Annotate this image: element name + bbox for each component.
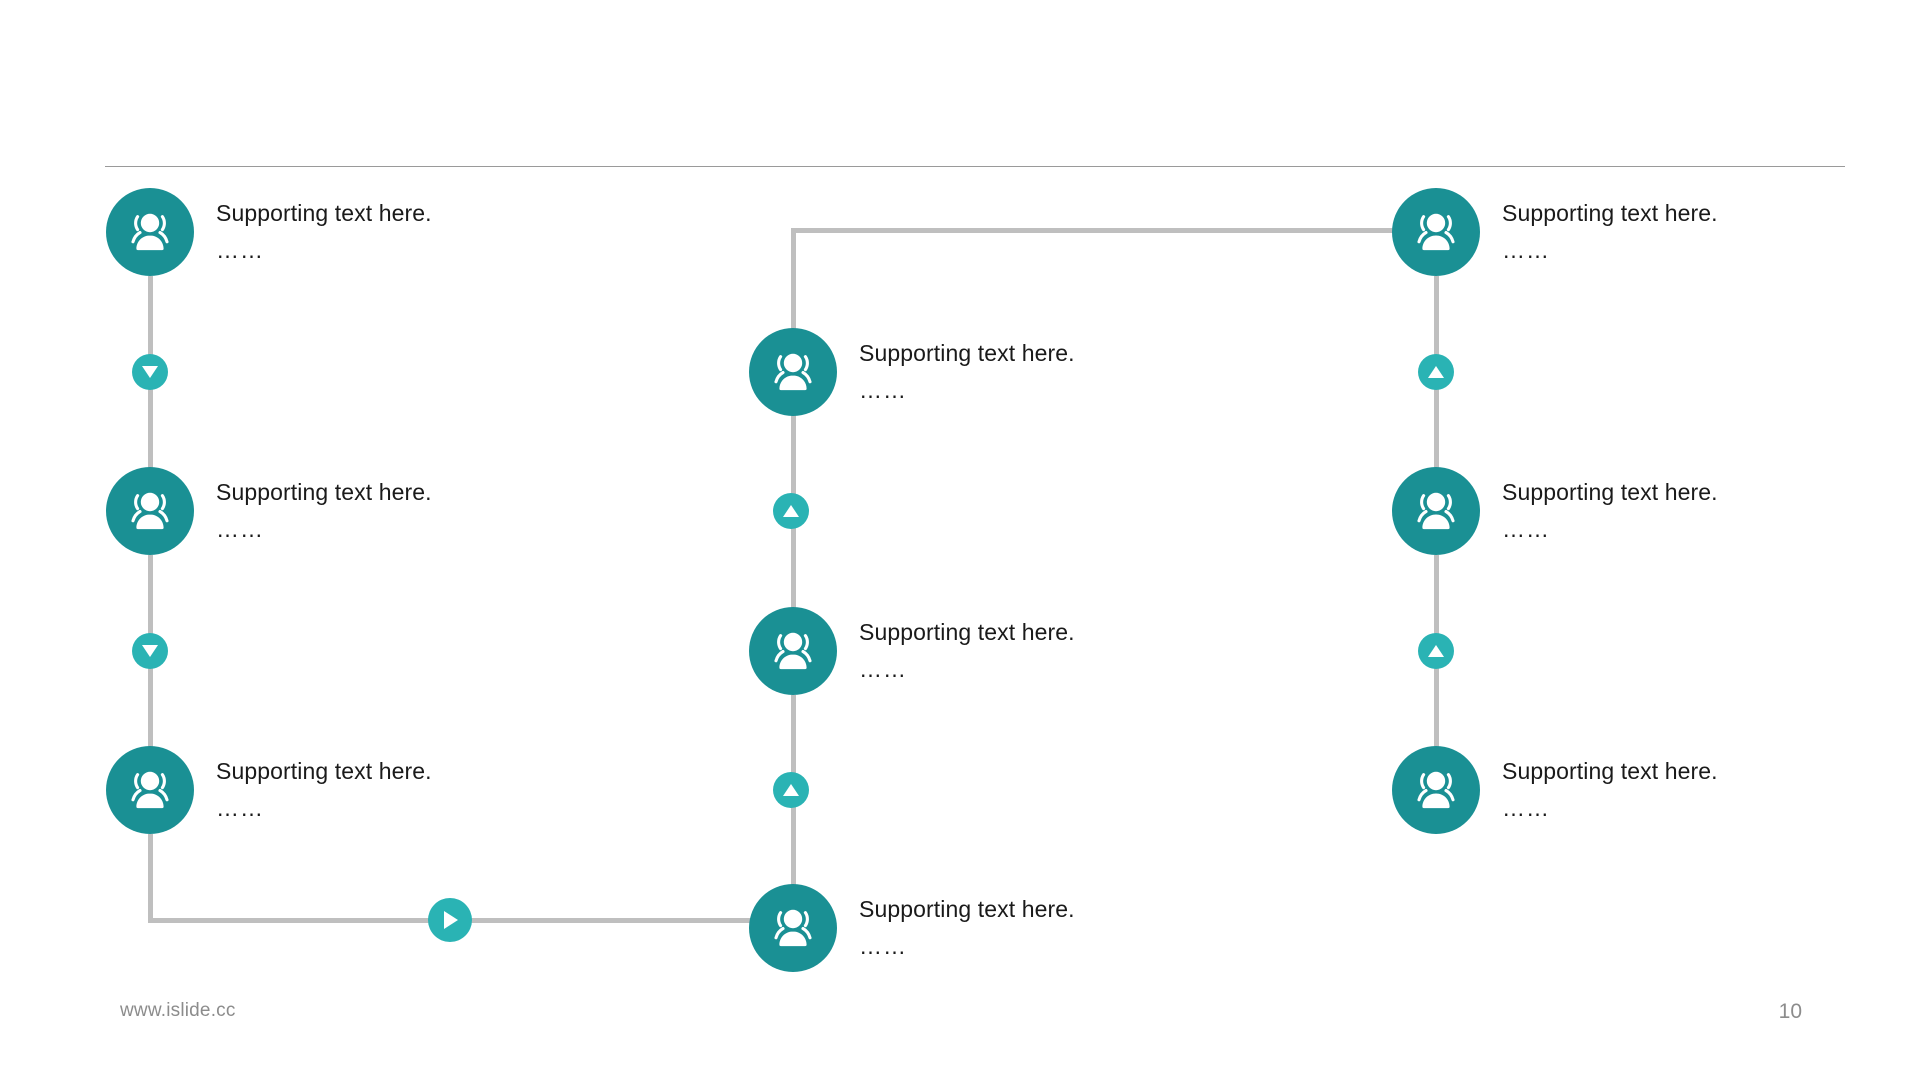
- label-subtitle: ……: [216, 516, 264, 542]
- label-title: Supporting text here.: [216, 479, 432, 505]
- node-right-3[interactable]: [1392, 746, 1480, 834]
- users-icon: [770, 629, 816, 673]
- arrow-down-icon: [141, 643, 159, 659]
- label-title: Supporting text here.: [216, 758, 432, 784]
- users-icon: [1413, 489, 1459, 533]
- label-left-2: Supporting text here. ……: [216, 481, 546, 541]
- users-icon: [1413, 768, 1459, 812]
- node-right-2[interactable]: [1392, 467, 1480, 555]
- label-subtitle: ……: [1502, 516, 1550, 542]
- label-middle-3: Supporting text here. ……: [859, 898, 1189, 958]
- node-middle-1[interactable]: [749, 328, 837, 416]
- label-title: Supporting text here.: [859, 896, 1075, 922]
- node-middle-2[interactable]: [749, 607, 837, 695]
- marker-right-arrow-2[interactable]: [1418, 633, 1454, 669]
- users-icon: [127, 489, 173, 533]
- marker-middle-arrow-2[interactable]: [773, 772, 809, 808]
- label-title: Supporting text here.: [859, 619, 1075, 645]
- label-title: Supporting text here.: [1502, 479, 1718, 505]
- users-icon: [770, 350, 816, 394]
- arrow-up-icon: [782, 503, 800, 519]
- marker-middle-arrow-1[interactable]: [773, 493, 809, 529]
- connector-middle-3-to-2: [790, 416, 796, 651]
- footer-url[interactable]: www.islide.cc: [120, 1000, 236, 1021]
- marker-flow-arrow[interactable]: [428, 898, 472, 942]
- label-middle-2: Supporting text here. ……: [859, 621, 1189, 681]
- label-title: Supporting text here.: [1502, 758, 1718, 784]
- connector-left-1-to-2: [147, 276, 153, 511]
- arrow-up-icon: [1427, 364, 1445, 380]
- connector-left-2-to-3: [147, 555, 153, 790]
- users-icon: [770, 906, 816, 950]
- arrow-right-icon: [440, 909, 460, 931]
- page-number: 10: [1778, 1000, 1802, 1023]
- label-subtitle: ……: [1502, 795, 1550, 821]
- label-left-1: Supporting text here. ……: [216, 202, 546, 262]
- label-right-2: Supporting text here. ……: [1502, 481, 1832, 541]
- header-divider: [105, 166, 1845, 167]
- label-subtitle: ……: [1502, 237, 1550, 263]
- arrow-down-icon: [141, 364, 159, 380]
- label-right-1: Supporting text here. ……: [1502, 202, 1832, 262]
- label-subtitle: ……: [216, 795, 264, 821]
- label-subtitle: ……: [859, 377, 907, 403]
- users-icon: [1413, 210, 1459, 254]
- label-subtitle: ……: [859, 656, 907, 682]
- connector-left-3-to-bottom: [147, 834, 153, 923]
- marker-left-arrow-2[interactable]: [132, 633, 168, 669]
- users-icon: [127, 210, 173, 254]
- label-title: Supporting text here.: [859, 340, 1075, 366]
- connector-middle-2-to-top: [790, 228, 796, 416]
- connector-middle-bottom-to-3: [790, 695, 796, 923]
- node-middle-3[interactable]: [749, 884, 837, 972]
- node-left-2[interactable]: [106, 467, 194, 555]
- connector-right-1-to-2: [1433, 276, 1439, 511]
- label-subtitle: ……: [859, 933, 907, 959]
- label-title: Supporting text here.: [1502, 200, 1718, 226]
- connector-top-rail: [790, 228, 1437, 233]
- arrow-up-icon: [1427, 643, 1445, 659]
- label-title: Supporting text here.: [216, 200, 432, 226]
- node-left-1[interactable]: [106, 188, 194, 276]
- node-left-3[interactable]: [106, 746, 194, 834]
- label-left-3: Supporting text here. ……: [216, 760, 546, 820]
- marker-left-arrow-1[interactable]: [132, 354, 168, 390]
- marker-right-arrow-1[interactable]: [1418, 354, 1454, 390]
- arrow-up-icon: [782, 782, 800, 798]
- node-right-1[interactable]: [1392, 188, 1480, 276]
- label-subtitle: ……: [216, 237, 264, 263]
- label-right-3: Supporting text here. ……: [1502, 760, 1832, 820]
- label-middle-1: Supporting text here. ……: [859, 342, 1189, 402]
- connector-right-2-to-3: [1433, 555, 1439, 790]
- users-icon: [127, 768, 173, 812]
